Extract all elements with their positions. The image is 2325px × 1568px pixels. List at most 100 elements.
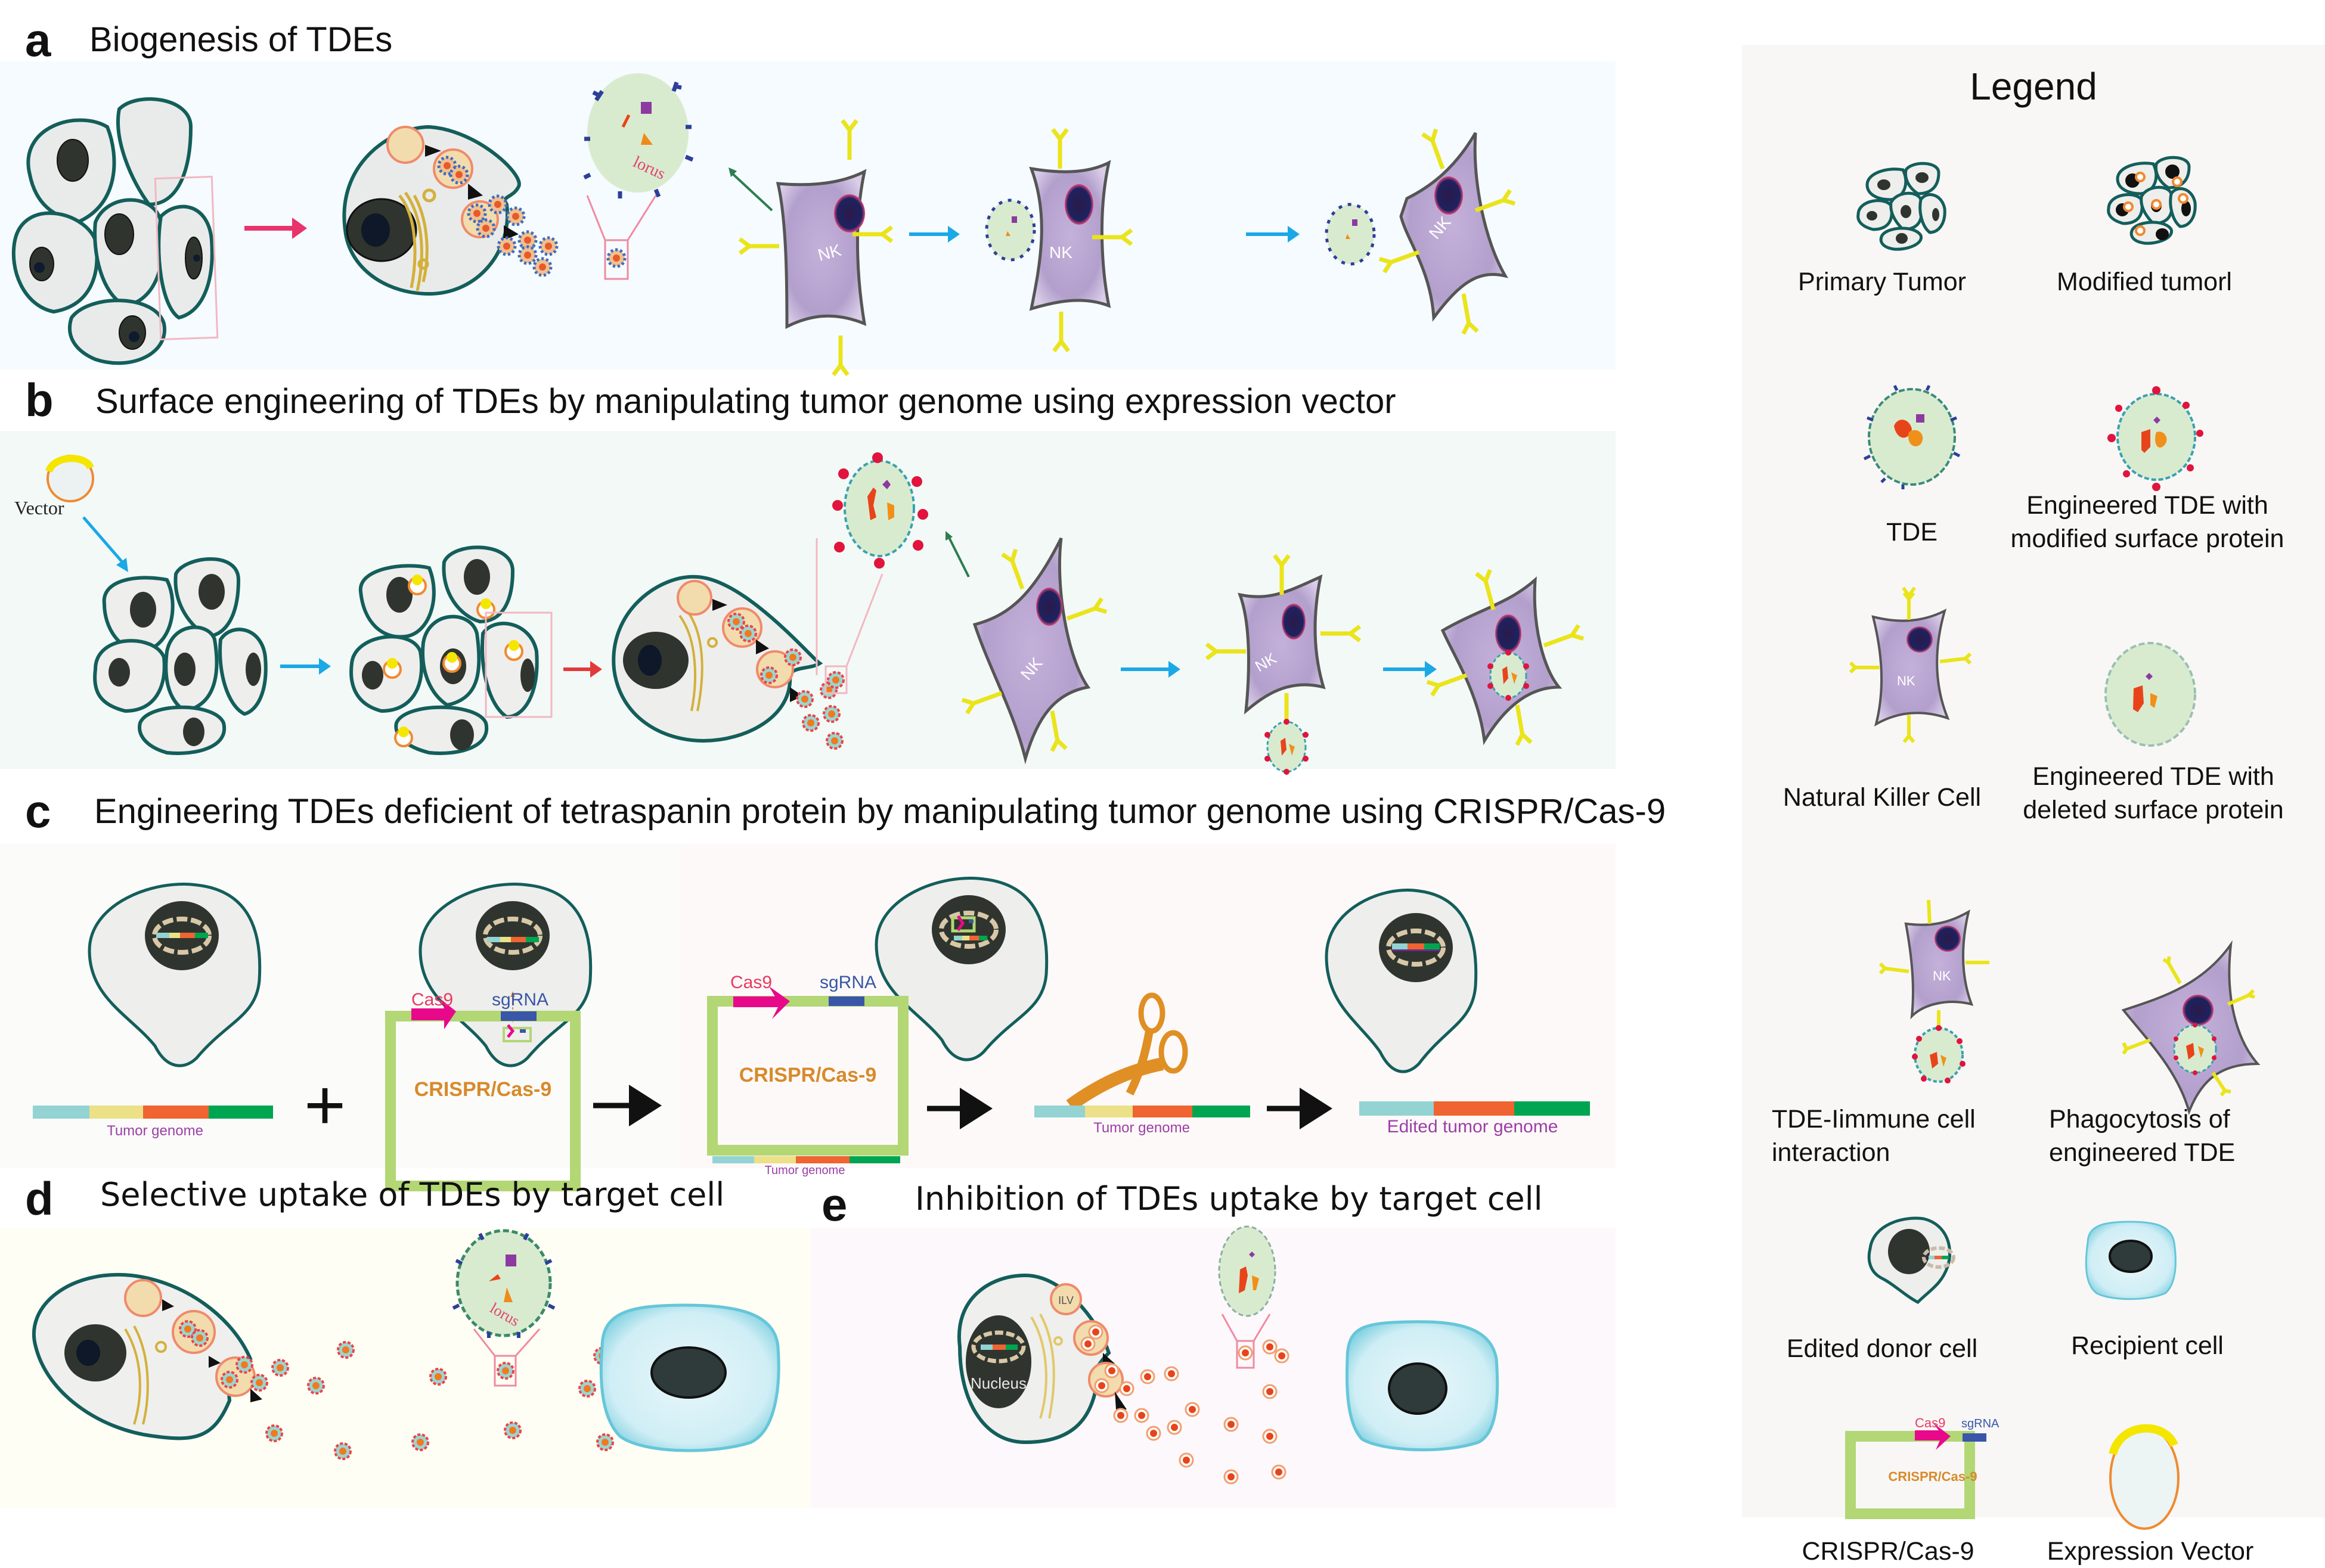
crispr-label: CRISPR/Cas-9	[1888, 1469, 1977, 1484]
blue-arrow-icon	[82, 516, 128, 572]
scissors-icon	[1066, 992, 1188, 1111]
crispr-cas9-icon: Cas9 sgRNA CRISPR/Cas-9	[1845, 1415, 2000, 1519]
tde-lorus-zoom: lorus	[583, 73, 694, 198]
panel-d: lorus	[0, 1228, 811, 1508]
panel-b-letter: b	[25, 374, 54, 426]
plus-sign: +	[304, 1065, 346, 1145]
black-arrow-icon	[1267, 1088, 1332, 1129]
legend-label-nk-cell: Natural Killer Cell	[1782, 783, 1982, 812]
cas9-label: Cas9	[411, 990, 453, 1010]
engineered-tde-modified-icon	[2107, 386, 2203, 491]
blue-arrow-icon	[1121, 661, 1180, 678]
legend-label-tde: TDE	[1886, 518, 1938, 547]
legend-label-phagocytosis: Phagocytosis of engineered TDE	[2049, 1103, 2299, 1169]
legend-label-line: Engineered TDE with	[2026, 491, 2268, 520]
recipient-cell	[1345, 1320, 1499, 1452]
nk-label: NK	[1897, 673, 1915, 688]
legend-label-primary-tumor: Primary Tumor	[1798, 268, 1966, 296]
black-arrow-icon	[927, 1088, 993, 1129]
crispr-label: CRISPR/Cas-9	[739, 1064, 877, 1086]
blue-arrow-icon	[1246, 226, 1300, 243]
tde-small-2	[1325, 203, 1376, 266]
panel-c-title: Engineering TDEs deficient of tetraspani…	[94, 792, 1666, 831]
expression-vector-icon	[45, 455, 94, 502]
panel-e-letter: e	[822, 1178, 848, 1231]
nk-cell-2: NK	[1207, 555, 1360, 775]
nk-cell-2: NK	[1029, 129, 1132, 351]
panel-e: Nucleus ILV	[811, 1225, 1616, 1508]
edited-genome-label: Edited tumor genome	[1387, 1117, 1558, 1137]
recipient-cell-icon	[2085, 1221, 2177, 1300]
panel-d-illustration: lorus	[32, 1229, 780, 1460]
tumor-genome-label: Tumor genome	[107, 1123, 203, 1139]
panel-d-letter: d	[25, 1172, 54, 1225]
edited-genome-bar	[1359, 1101, 1590, 1116]
phagocytosis-icon	[2121, 940, 2261, 1116]
nk-label: NK	[1933, 968, 1951, 983]
ilv-label: ILV	[1058, 1294, 1074, 1306]
panel-c-illustration: Tumor genome + Cas9 sgRNA CRISPR/Cas-9 C…	[33, 877, 1590, 1191]
vector-label: Vector	[14, 497, 64, 518]
red-arrow-icon	[563, 661, 602, 678]
panel-c-letter: c	[25, 785, 51, 837]
tde-lorus-zoom: lorus	[452, 1229, 556, 1338]
legend-label-engineered-tde-deleted: Engineered TDE with deleted surface prot…	[1986, 760, 2320, 827]
pink-arrow-icon	[244, 218, 307, 239]
black-arrow-icon	[593, 1085, 662, 1126]
nk-cell-icon: NK	[1849, 593, 1972, 743]
legend-label-edited-donor-cell: Edited donor cell	[1786, 1334, 1978, 1363]
blue-arrow-icon	[1383, 661, 1437, 678]
tumor-genome-label: Tumor genome	[1093, 1120, 1190, 1136]
panel-b: Vector	[0, 431, 1616, 775]
modified-tumor-icon	[2107, 156, 2197, 245]
blue-arrow-icon	[909, 226, 960, 243]
green-arrow-icon	[946, 531, 970, 577]
panel-a-letter: a	[25, 14, 51, 66]
legend-panel: Legend Primary Tumor Modified tumorl TDE	[1742, 45, 2325, 1566]
tumor-genome-label: Tumor genome	[765, 1164, 845, 1177]
sgrna-label: sgRNA	[820, 973, 876, 992]
legend-label-line: TDE-Iimmune cell	[1772, 1105, 1976, 1134]
edited-donor-cell: Nucleus ILV	[957, 1273, 1127, 1445]
legend-label-tde-immune-interaction: TDE-Iimmune cell interaction	[1772, 1103, 2022, 1169]
legend-label-line: interaction	[1772, 1138, 1890, 1167]
panel-a-title: Biogenesis of TDEs	[89, 20, 393, 59]
nk-cell-1: NK	[740, 120, 892, 375]
primary-tumor-icon	[1856, 162, 1946, 251]
legend-label-line: Phagocytosis of	[2049, 1105, 2230, 1134]
panel-c: Tumor genome + Cas9 sgRNA CRISPR/Cas-9 C…	[0, 843, 1616, 1191]
tde-immune-interaction-icon: NK	[1878, 899, 1989, 1083]
nk-cell-1: NK	[962, 537, 1106, 765]
tde-icon	[1863, 384, 1961, 489]
panel-a-illustration: lorus NK NK NK	[11, 73, 1616, 370]
engineered-tde-deleted-icon	[2104, 642, 2196, 747]
nucleus-label: Nucleus	[971, 1374, 1027, 1392]
panel-e-title: Inhibition of TDEs uptake by target cell	[915, 1180, 1543, 1218]
crispr-plasmid-1: Cas9 sgRNA CRISPR/Cas-9	[385, 990, 581, 1191]
legend-label-expression-vector: Expression Vector	[2047, 1537, 2254, 1566]
expression-vector-icon	[2109, 1424, 2180, 1530]
nucleus-genome-1	[156, 933, 208, 938]
sgrna-label: sgRNA	[1961, 1417, 2000, 1430]
donor-cell	[32, 1272, 262, 1440]
blue-arrow-icon	[280, 658, 331, 675]
panel-e-illustration: Nucleus ILV	[957, 1225, 1499, 1485]
legend-label-modified-tumor: Modified tumorl	[2057, 268, 2232, 296]
cas9-label: Cas9	[730, 973, 772, 992]
legend-label-crispr: CRISPR/Cas-9	[1802, 1537, 1974, 1566]
cas9-label: Cas9	[1915, 1415, 1945, 1430]
legend-label-line: deleted surface protein	[2023, 796, 2284, 824]
legend-label-line: modified surface protein	[2010, 524, 2284, 553]
panel-b-illustration: Vector	[14, 452, 1616, 775]
panel-a: lorus NK NK NK	[0, 61, 1616, 370]
tde-small-1	[985, 198, 1036, 262]
legend-label-recipient-cell: Recipient cell	[2071, 1331, 2224, 1360]
nk-label: NK	[1049, 243, 1072, 262]
nk-cell-3: NK	[1380, 129, 1515, 334]
edited-donor-cell-icon	[1867, 1216, 1955, 1305]
legend-title: Legend	[1970, 65, 2097, 108]
sgrna-label: sgRNA	[492, 990, 548, 1010]
panel-d-title: Selective uptake of TDEs by target cell	[100, 1176, 725, 1213]
engineered-tde-zoom	[832, 452, 928, 569]
green-arrow-icon	[728, 167, 773, 212]
